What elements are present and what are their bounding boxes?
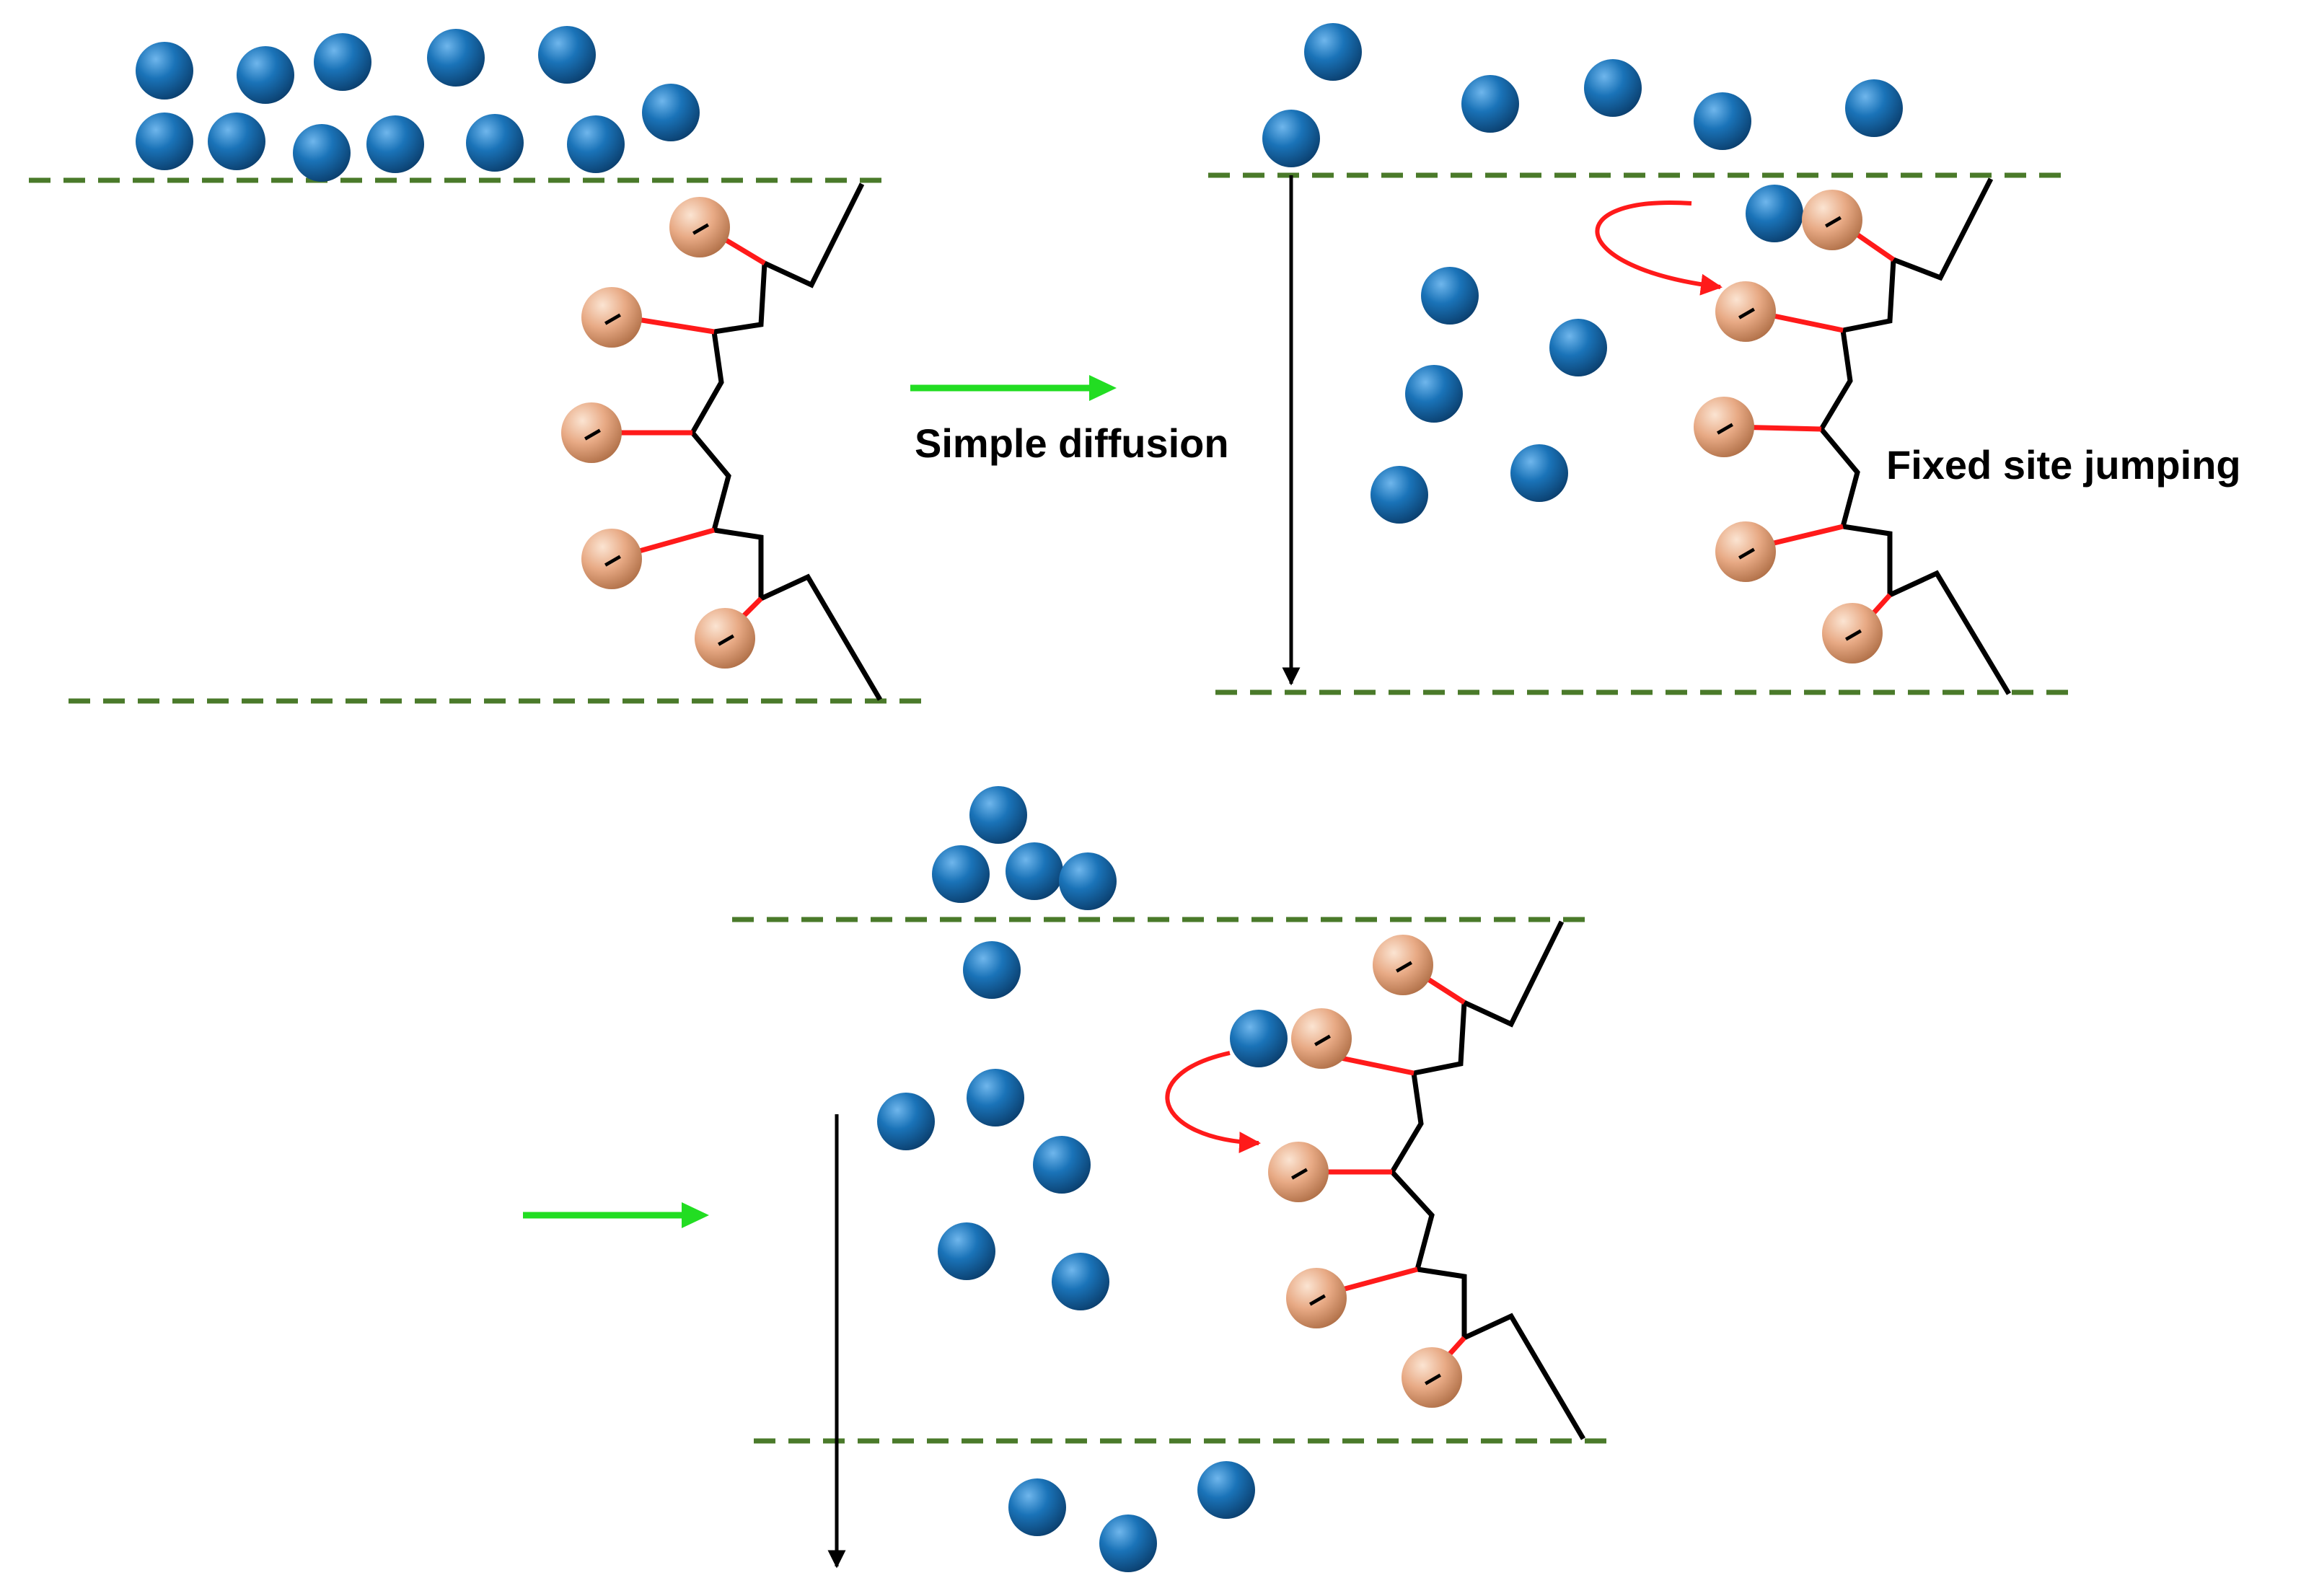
negative-charge-sphere-icon: – — [1694, 397, 1754, 457]
panel-initial — [29, 177, 930, 704]
blue-sphere-icon — [366, 115, 424, 173]
blue-sphere-icon — [314, 33, 371, 91]
negative-charge-sphere-icon: – — [561, 402, 622, 463]
blue-sphere-icon — [1262, 110, 1320, 167]
blue-sphere-icon — [877, 1093, 935, 1150]
blue-sphere-icon — [1405, 365, 1463, 423]
negative-charge-sphere-icon: – — [669, 197, 730, 257]
blue-sphere-icon — [1510, 444, 1568, 502]
fixed-site-sphere — [1373, 935, 1433, 995]
label-simple-diffusion: Simple diffusion — [915, 420, 1229, 466]
negative-charge-sphere-icon: – — [581, 529, 642, 589]
fixed-site-sphere — [581, 529, 642, 589]
blue-sphere-icon — [1006, 842, 1063, 900]
label-fixed-site-jumping: Fixed site jumping — [1886, 442, 2241, 488]
blue-sphere-icon — [208, 113, 265, 170]
negative-charge-sphere-icon: – — [1715, 281, 1776, 342]
blue-sphere-icon — [932, 845, 990, 903]
fixed-site-sphere — [1268, 1142, 1329, 1202]
blue-sphere-icon — [466, 114, 524, 172]
blue-sphere-icon — [1746, 185, 1803, 242]
blue-sphere-icon — [1033, 1136, 1091, 1194]
blue-sphere-icon — [642, 84, 700, 141]
blue-sphere-icon — [1549, 319, 1607, 376]
negative-charge-sphere-icon: – — [1268, 1142, 1329, 1202]
fixed-site-sphere — [1822, 603, 1883, 663]
blue-sphere-icon — [1584, 59, 1642, 117]
jump-arrow — [1595, 200, 1723, 296]
fixed-site-sphere — [1694, 397, 1754, 457]
fixed-site-sphere — [1286, 1268, 1347, 1328]
negative-charge-sphere-icon: – — [1802, 190, 1862, 250]
negative-charge-sphere-icon: – — [1402, 1347, 1462, 1408]
fixed-site-sphere — [695, 608, 755, 669]
blue-sphere-icon — [136, 113, 193, 170]
blue-sphere-icon — [963, 941, 1021, 999]
fixed-site-sphere — [1715, 521, 1776, 582]
fixed-site-sphere — [1715, 281, 1776, 342]
fixed-site-sphere — [561, 402, 622, 463]
blue-sphere-icon — [1421, 267, 1479, 325]
blue-sphere-icon — [1197, 1461, 1255, 1519]
blue-sphere-icon — [427, 29, 485, 87]
blue-sphere-icon — [1099, 1515, 1157, 1572]
blue-sphere-icon — [1052, 1253, 1109, 1310]
fixed-site-sphere — [1402, 1347, 1462, 1408]
blue-sphere-icon — [1694, 92, 1751, 150]
blue-sphere-icon — [1461, 75, 1519, 133]
blue-sphere-icon — [1008, 1478, 1066, 1536]
blue-sphere-icon — [969, 786, 1027, 844]
negative-charge-sphere-icon: – — [1286, 1268, 1347, 1328]
blue-sphere-icon — [293, 124, 351, 182]
process-arrowhead — [682, 1202, 709, 1228]
jump-arrow — [1165, 1051, 1261, 1154]
blue-sphere-icon — [1845, 79, 1903, 137]
fixed-site-sphere — [1291, 1008, 1352, 1069]
negative-charge-sphere-icon: – — [581, 287, 642, 348]
fixed-anion-sites: ––––––––––––––– — [561, 190, 1883, 1408]
blue-sphere-icon — [1371, 466, 1428, 524]
blue-sphere-icon — [538, 26, 596, 84]
fixed-site-sphere — [581, 287, 642, 348]
process-arrowhead — [1089, 375, 1117, 401]
blue-sphere-icon — [1304, 23, 1362, 81]
blue-sphere-icon — [1230, 1010, 1288, 1067]
blue-sphere-icon — [237, 46, 294, 104]
negative-charge-sphere-icon: – — [1715, 521, 1776, 582]
panel-fixed-site-jumping — [732, 917, 1616, 1569]
blue-sphere-icon — [567, 115, 625, 173]
panel-simple-diffusion — [1208, 172, 2077, 695]
blue-sphere-icon — [938, 1222, 995, 1280]
fixed-site-sphere — [669, 197, 730, 257]
negative-charge-sphere-icon: – — [1373, 935, 1433, 995]
negative-charge-sphere-icon: – — [1291, 1008, 1352, 1069]
fixed-site-sphere — [1802, 190, 1862, 250]
blue-sphere-icon — [136, 42, 193, 100]
blue-sphere-icon — [1059, 852, 1117, 910]
negative-charge-sphere-icon: – — [1822, 603, 1883, 663]
negative-charge-sphere-icon: – — [695, 608, 755, 669]
blue-sphere-icon — [967, 1069, 1024, 1127]
mobile-ions — [136, 23, 1903, 1572]
